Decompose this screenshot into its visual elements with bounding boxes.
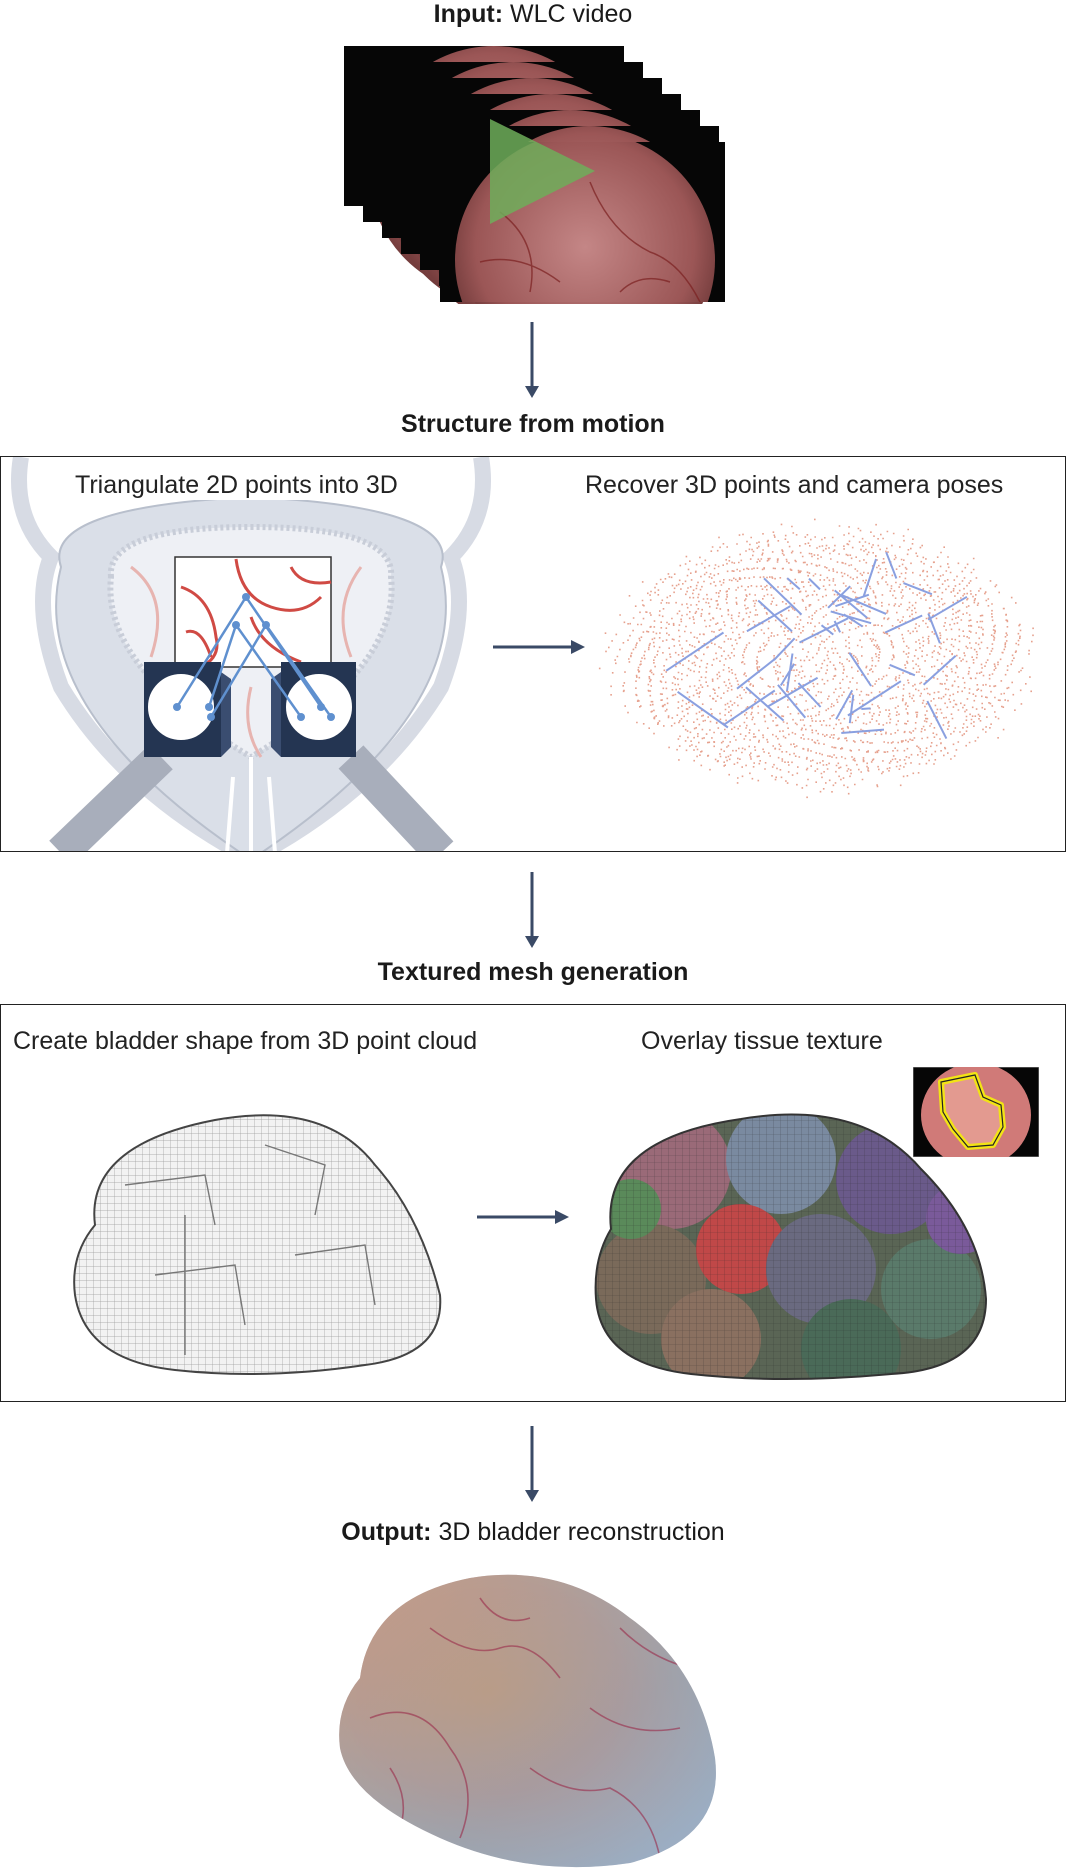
video-frame-stack <box>340 44 730 304</box>
output-heading: Output: 3D bladder reconstruction <box>0 1518 1066 1547</box>
point-cloud-points <box>599 519 1034 799</box>
arrow-down-icon <box>522 872 542 950</box>
mesh-title: Textured mesh generation <box>0 958 1066 987</box>
sfm-right-caption: Recover 3D points and camera poses <box>585 471 1003 500</box>
mesh-left-caption: Create bladder shape from 3D point cloud <box>13 1027 477 1056</box>
triangulation-illustration <box>1 457 501 852</box>
mesh-panel: Create bladder shape from 3D point cloud… <box>0 1004 1066 1402</box>
mesh-right-caption: Overlay tissue texture <box>641 1027 883 1056</box>
arrow-right-icon <box>477 1207 573 1227</box>
sfm-panel: Triangulate 2D points into 3D Recover 3D… <box>0 456 1066 852</box>
arrow-right-icon <box>493 637 589 657</box>
lesion-inset <box>913 1067 1039 1157</box>
wireframe-mesh <box>65 1105 455 1385</box>
arrow-down-icon <box>522 322 542 400</box>
camera-trajectory <box>666 552 967 738</box>
sfm-title: Structure from motion <box>0 410 1066 439</box>
point-cloud <box>591 507 1061 807</box>
sfm-left-caption: Triangulate 2D points into 3D <box>73 471 400 500</box>
input-heading: Input: WLC video <box>0 0 1066 29</box>
arrow-down-icon <box>522 1426 542 1504</box>
reconstructed-bladder <box>330 1568 740 1874</box>
